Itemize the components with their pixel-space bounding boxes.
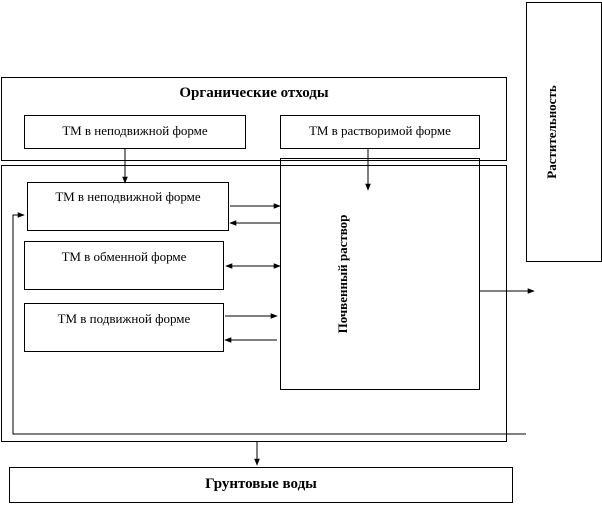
soil-box [1,165,507,442]
soil-tm-exchange-box [24,241,224,290]
organic-tm-immobile-box [24,115,246,149]
soil-tm-immobile-label: ТМ в неподвижной форме [55,189,201,204]
soil-tm-mobile-box [24,303,224,352]
organic-waste-title: Органические отходы [179,85,329,101]
soil-tm-immobile-box [27,182,229,231]
organic-tm-immobile-label: ТМ в неподвижной форме [62,123,208,138]
organic-waste-box [1,77,507,161]
groundwater-label: Грунтовые воды [205,476,317,492]
soil-solution-box [280,158,480,390]
soil-tm-mobile-label: ТМ в подвижной форме [57,311,191,326]
arrow-return-loop [12,212,526,435]
groundwater-box [9,467,513,503]
organic-tm-soluble-label: ТМ в растворимой форме [309,123,451,138]
soil-tm-exchange-label: ТМ в обменной форме [61,249,187,264]
organic-tm-soluble-box [280,115,480,149]
